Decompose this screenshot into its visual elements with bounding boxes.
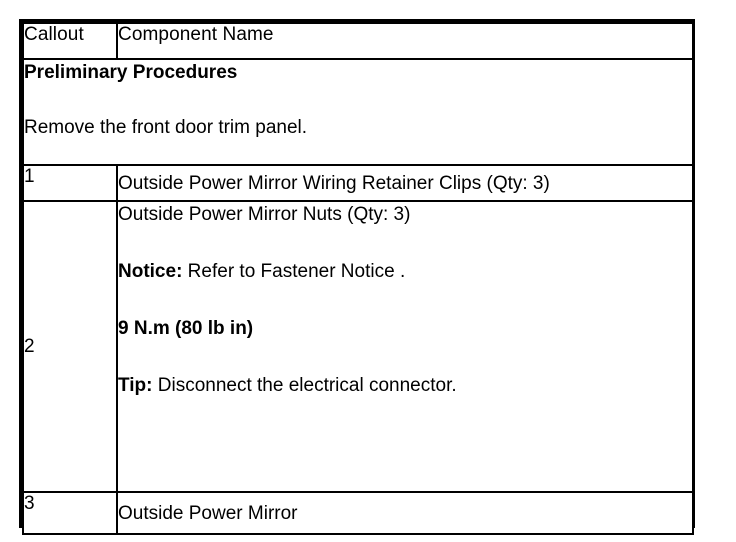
component-name-2-notice: Notice: Refer to Fastener Notice . [118,259,692,284]
component-name-2: Outside Power Mirror Nuts (Qty: 3) Notic… [116,200,694,493]
callout-number-1: 1 [22,164,118,202]
preliminary-spacer [24,85,692,115]
preliminary-procedures-title: Preliminary Procedures [24,62,238,83]
component-name-1: Outside Power Mirror Wiring Retainer Cli… [116,164,694,202]
table-row: 3 Outside Power Mirror [22,491,694,535]
preliminary-procedures-row: Preliminary Procedures Remove the front … [22,58,694,166]
column-header-callout: Callout [22,22,118,60]
callout-number-2: 2 [22,200,118,493]
component-name-2-tip: Tip: Disconnect the electrical connector… [118,373,692,398]
tip-text: Disconnect the electrical connector. [152,375,457,396]
table-row: 1 Outside Power Mirror Wiring Retainer C… [22,164,694,202]
torque-specification: 9 N.m (80 lb in) [118,318,254,339]
notice-label: Notice: [118,261,183,282]
tip-label: Tip: [118,375,153,396]
service-procedure-table: Callout Component Name Preliminary Proce… [19,19,695,535]
preliminary-procedures-step: Remove the front door trim panel. [24,117,308,138]
component-name-2-line-1: Outside Power Mirror Nuts (Qty: 3) [118,204,411,225]
component-name-3: Outside Power Mirror [116,491,694,535]
table-header-row: Callout Component Name [22,22,694,60]
preliminary-procedures-cell: Preliminary Procedures Remove the front … [22,58,694,166]
procedure-grid: Callout Component Name Preliminary Proce… [22,22,694,535]
table-row: 2 Outside Power Mirror Nuts (Qty: 3) Not… [22,200,694,493]
column-header-component-name: Component Name [116,22,694,60]
callout-number-3: 3 [22,491,118,535]
notice-text: Refer to Fastener Notice . [182,261,406,282]
